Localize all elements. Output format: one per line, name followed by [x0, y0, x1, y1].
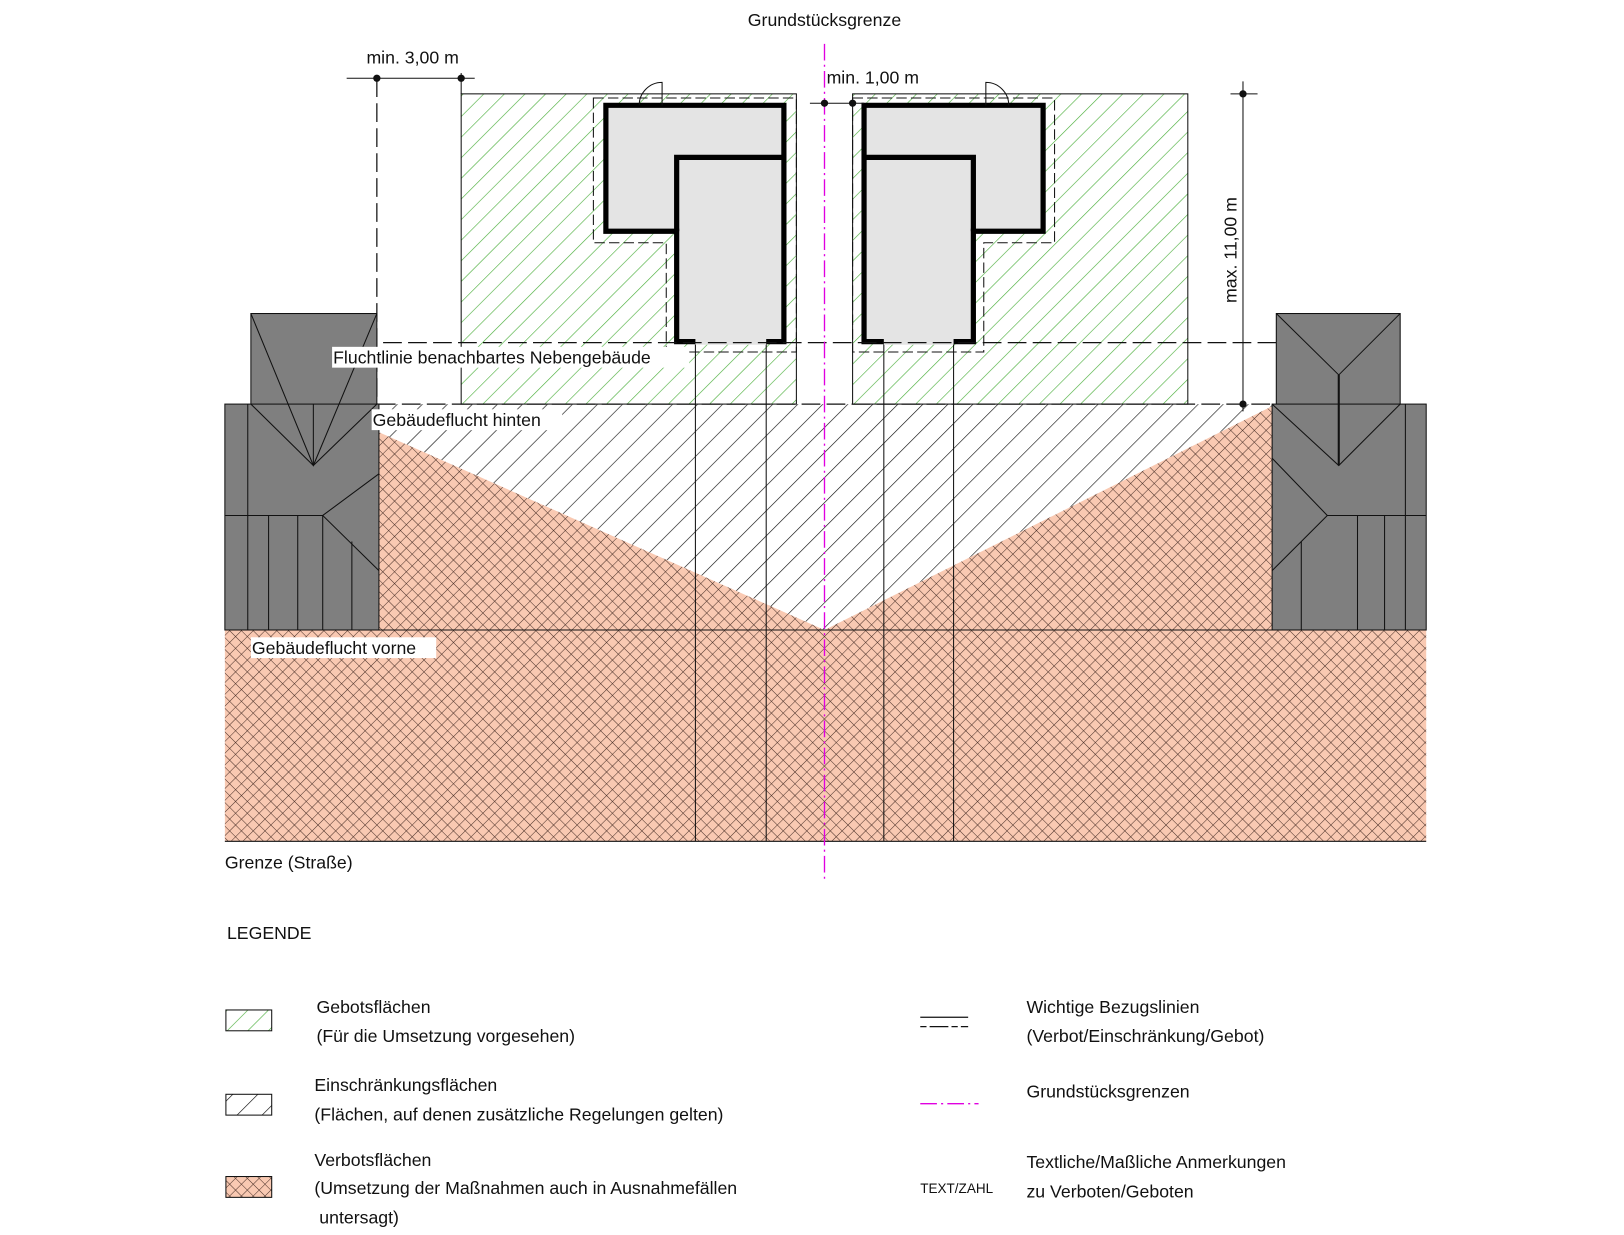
legend: LEGENDE Gebotsflächen (Für die Umsetzung… [225, 923, 1286, 1227]
legend-annotation-symbol: TEXT/ZAHL [920, 1181, 993, 1196]
legend-prohibited-desc2: untersagt) [314, 1207, 399, 1227]
legend-swatch-restriction [225, 1093, 273, 1116]
rear-line-label: Gebäudeflucht hinten [373, 410, 541, 430]
restriction-area [378, 404, 1273, 630]
street-boundary-label: Grenze (Straße) [225, 852, 353, 872]
legend-restriction-desc: (Flächen, auf denen zusätzliche Regelung… [314, 1104, 723, 1124]
neighbor-building-right [1271, 313, 1427, 631]
legend-restriction-title: Einschränkungsflächen [314, 1075, 497, 1095]
prohibited-area [224, 406, 1427, 842]
legend-swatch-prohibited [225, 1176, 273, 1198]
legend-required-title: Gebotsflächen [316, 997, 430, 1017]
legend-annotation-title: Textliche/Maßliche Anmerkungen [1026, 1152, 1286, 1172]
neighbor-line-label: Fluchtlinie benachbartes Nebengebäude [333, 347, 651, 367]
legend-prohibited-desc: (Umsetzung der Maßnahmen auch in Ausnahm… [314, 1178, 737, 1198]
dim-right-label: max. 11,00 m [1221, 197, 1241, 303]
house-left [603, 81, 787, 345]
dim-left-label: min. 3,00 m [366, 48, 458, 68]
legend-reference-title: Wichtige Bezugslinien [1026, 997, 1199, 1017]
legend-reference-line-symbol [920, 1016, 969, 1028]
dim-middle-label: min. 1,00 m [827, 67, 919, 87]
legend-annotation-desc: zu Verboten/Geboten [1026, 1181, 1193, 1201]
house-right [861, 81, 1046, 345]
legend-prohibited-title: Verbotsflächen [314, 1150, 431, 1170]
legend-reference-desc: (Verbot/Einschränkung/Gebot) [1026, 1026, 1264, 1046]
front-line-label: Gebäudeflucht vorne [252, 638, 416, 658]
legend-swatch-required [225, 1009, 273, 1032]
legend-boundary-title: Grundstücksgrenzen [1026, 1081, 1189, 1101]
legend-title: LEGENDE [227, 923, 312, 943]
legend-required-desc: (Für die Umsetzung vorgesehen) [316, 1026, 575, 1046]
boundary-top-label: Grundstücksgrenze [748, 10, 902, 30]
